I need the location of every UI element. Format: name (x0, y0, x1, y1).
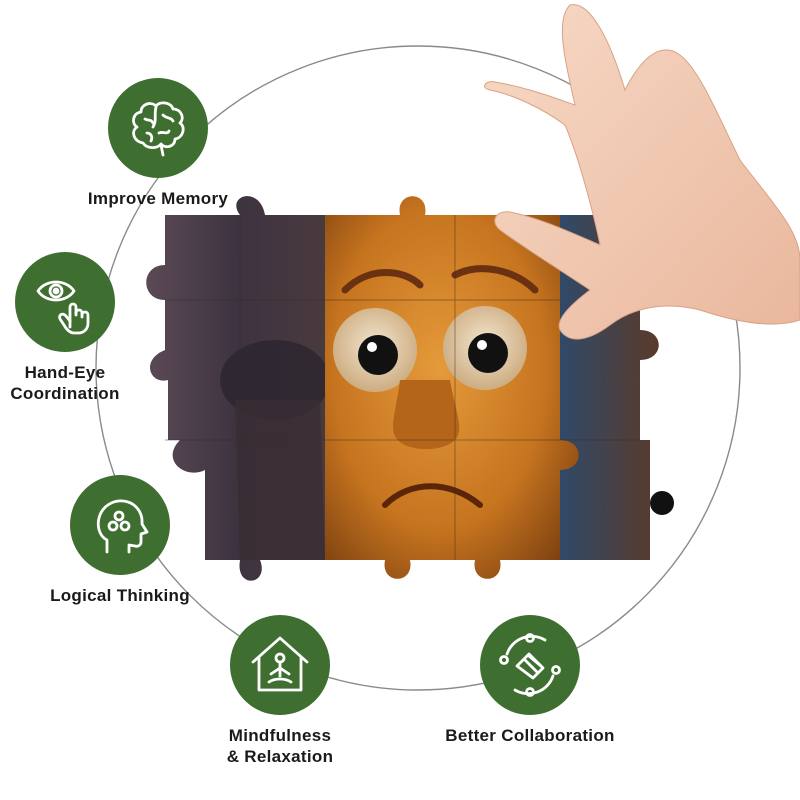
handshake-cycle-icon-badge (480, 615, 580, 715)
eye-hand-pointer-icon-badge (15, 252, 115, 352)
benefit-improve-memory: Improve Memory (58, 78, 258, 209)
benefit-logical-thinking: Logical Thinking (30, 475, 210, 606)
background-circle (95, 45, 741, 691)
benefit-label: Mindfulness & Relaxation (226, 726, 334, 766)
benefit-label: Hand-Eye Coordination (10, 363, 120, 403)
benefit-mindfulness-relaxation: Mindfulness & Relaxation (190, 615, 370, 767)
puzzle-mouth (382, 483, 483, 508)
puzzle-shadow-body (235, 400, 325, 560)
benefit-better-collaboration: Better Collaboration (420, 615, 640, 746)
benefit-label: Logical Thinking (50, 586, 190, 605)
head-molecule-icon-badge (70, 475, 170, 575)
hand-illustration (484, 4, 800, 340)
benefit-label: Better Collaboration (445, 726, 615, 745)
eye-hand-pointer-icon (36, 280, 90, 335)
handshake-cycle-icon (499, 633, 561, 697)
puzzle (146, 196, 674, 581)
head-molecule-icon (96, 499, 149, 554)
brain-icon (132, 101, 185, 157)
brain-icon-badge (108, 78, 208, 178)
benefit-hand-eye-coordination: Hand-Eye Coordination (0, 252, 130, 404)
benefit-label: Improve Memory (87, 189, 229, 208)
puzzle-face (325, 196, 579, 579)
house-meditation-icon (251, 636, 309, 692)
house-meditation-icon-badge (230, 615, 330, 715)
